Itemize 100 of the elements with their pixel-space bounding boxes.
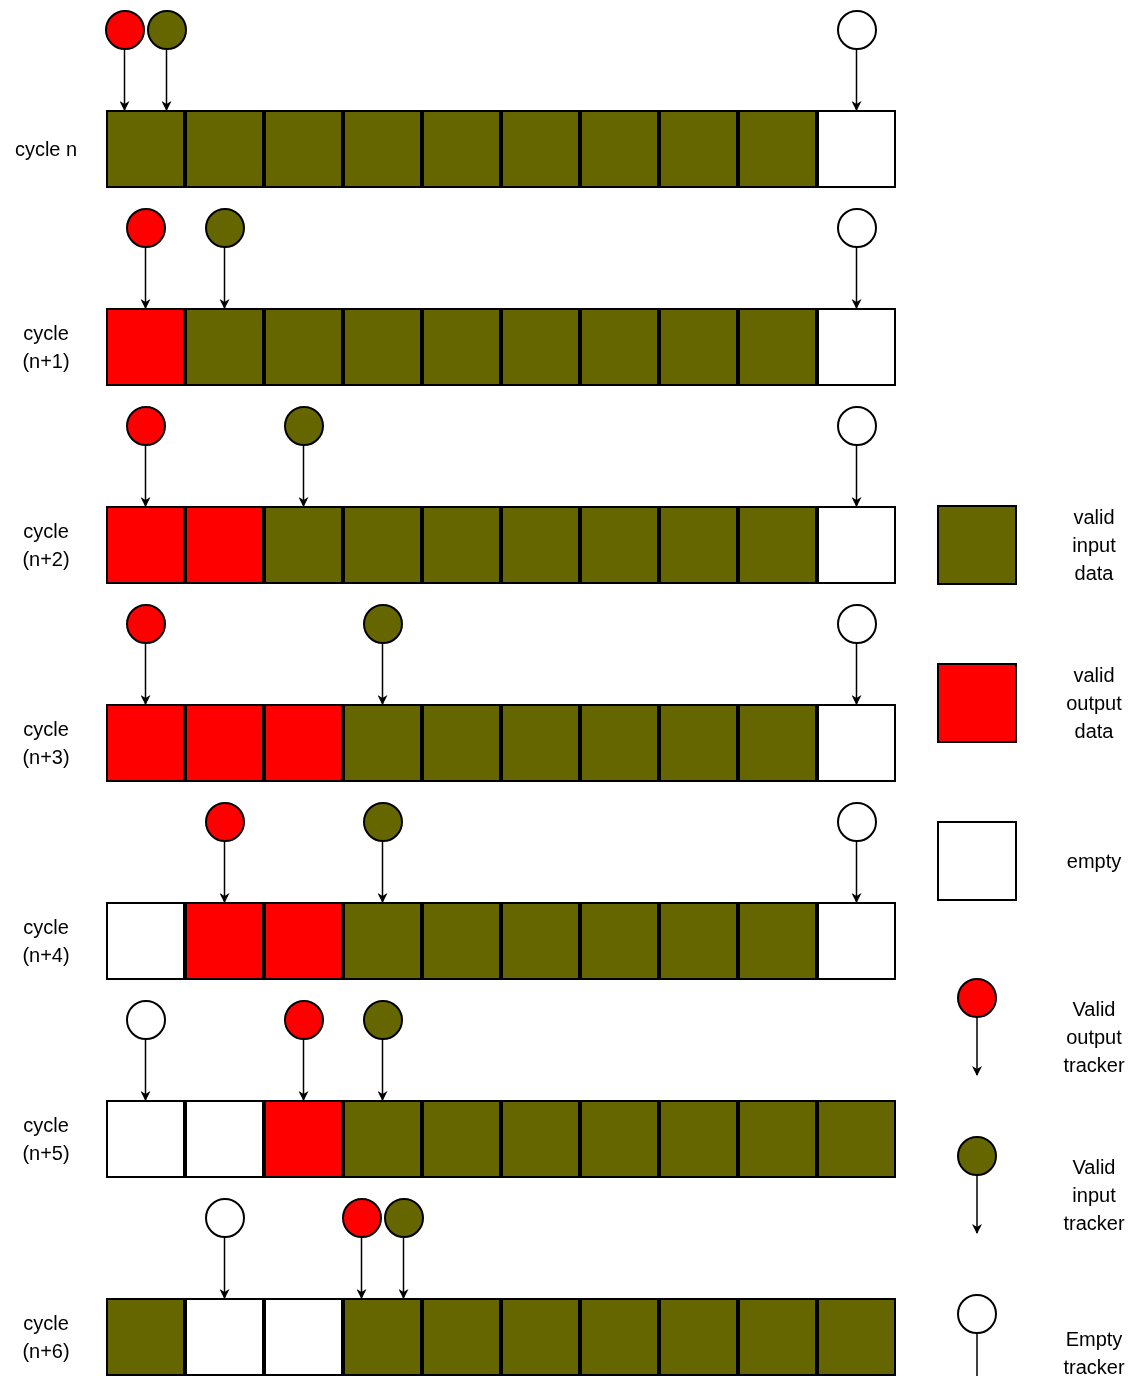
arrow bbox=[119, 49, 130, 111]
buffer-cell bbox=[185, 506, 264, 584]
buffer-cell bbox=[106, 308, 185, 386]
legend-text: valid output data bbox=[1065, 663, 1123, 744]
buffer-cell bbox=[264, 506, 343, 584]
cycle-label: cycle (n+3) bbox=[21, 717, 71, 770]
buffer-cell bbox=[422, 1100, 501, 1178]
legend-text: empty bbox=[1065, 849, 1123, 874]
cycle-label: cycle (n+6) bbox=[21, 1311, 71, 1364]
buffer-cell bbox=[738, 704, 817, 782]
buffer-cell bbox=[264, 902, 343, 980]
buffer-cell bbox=[659, 1100, 738, 1178]
buffer-cell bbox=[185, 110, 264, 188]
buffer-cell bbox=[106, 704, 185, 782]
cycle-label: cycle n bbox=[13, 137, 79, 162]
buffer-cell bbox=[817, 1100, 896, 1178]
buffer-cell bbox=[501, 506, 580, 584]
buffer-cell bbox=[264, 1100, 343, 1178]
buffer-cell bbox=[580, 902, 659, 980]
arrow bbox=[377, 841, 388, 903]
buffer-cell bbox=[185, 704, 264, 782]
buffer-cell bbox=[264, 704, 343, 782]
arrow bbox=[161, 49, 172, 111]
buffer-cell bbox=[501, 110, 580, 188]
legend-text: Empty tracker bbox=[1062, 1327, 1126, 1376]
buffer-cell bbox=[422, 704, 501, 782]
arrow bbox=[377, 1039, 388, 1101]
buffer-cell bbox=[264, 1298, 343, 1376]
buffer-cell bbox=[422, 308, 501, 386]
buffer-cell bbox=[185, 1298, 264, 1376]
buffer-cell bbox=[738, 506, 817, 584]
buffer-cell bbox=[501, 1298, 580, 1376]
arrow bbox=[140, 445, 151, 507]
buffer-cell bbox=[580, 704, 659, 782]
buffer-cell bbox=[343, 110, 422, 188]
buffer-cell bbox=[343, 902, 422, 980]
arrow bbox=[298, 445, 309, 507]
buffer-cell bbox=[659, 110, 738, 188]
cycle-label: cycle (n+4) bbox=[21, 915, 71, 968]
buffer-cell bbox=[738, 1100, 817, 1178]
arrow bbox=[219, 1237, 230, 1299]
buffer-cell bbox=[343, 1100, 422, 1178]
arrow bbox=[851, 643, 862, 705]
buffer-cell bbox=[501, 308, 580, 386]
buffer-cell bbox=[106, 1298, 185, 1376]
buffer-cell bbox=[185, 902, 264, 980]
cycle-label: cycle (n+1) bbox=[21, 321, 71, 374]
legend-text: Valid output tracker bbox=[1062, 997, 1126, 1078]
buffer-cell bbox=[185, 1100, 264, 1178]
buffer-cell bbox=[580, 1298, 659, 1376]
buffer-cell bbox=[343, 506, 422, 584]
buffer-cell bbox=[659, 506, 738, 584]
buffer-cell bbox=[501, 902, 580, 980]
buffer-cell bbox=[817, 704, 896, 782]
buffer-cell bbox=[738, 110, 817, 188]
buffer-cell bbox=[580, 110, 659, 188]
arrow bbox=[140, 247, 151, 309]
buffer-cell bbox=[343, 308, 422, 386]
buffer-cell bbox=[422, 902, 501, 980]
buffer-cell bbox=[343, 704, 422, 782]
arrow bbox=[851, 445, 862, 507]
arrow bbox=[398, 1237, 409, 1299]
arrow bbox=[851, 247, 862, 309]
buffer-cell bbox=[659, 1298, 738, 1376]
buffer-cell bbox=[580, 1100, 659, 1178]
legend-text: valid input data bbox=[1071, 505, 1117, 586]
arrow bbox=[140, 643, 151, 705]
buffer-cell bbox=[422, 506, 501, 584]
buffer-cell bbox=[185, 308, 264, 386]
buffer-cell bbox=[817, 506, 896, 584]
buffer-cell bbox=[106, 902, 185, 980]
arrow bbox=[140, 1039, 151, 1101]
arrow bbox=[298, 1039, 309, 1101]
buffer-cell bbox=[738, 902, 817, 980]
buffer-cell bbox=[106, 506, 185, 584]
buffer-cell bbox=[659, 902, 738, 980]
arrow bbox=[356, 1237, 367, 1299]
buffer-cell bbox=[580, 506, 659, 584]
buffer-cell bbox=[422, 110, 501, 188]
arrow bbox=[851, 841, 862, 903]
buffer-cell bbox=[738, 308, 817, 386]
buffer-cell bbox=[817, 1298, 896, 1376]
buffer-cell bbox=[343, 1298, 422, 1376]
buffer-cell bbox=[659, 308, 738, 386]
arrow bbox=[851, 49, 862, 111]
buffer-cell bbox=[738, 1298, 817, 1376]
buffer-cell bbox=[264, 308, 343, 386]
buffer-cell bbox=[817, 110, 896, 188]
buffer-cell bbox=[422, 1298, 501, 1376]
cycle-label: cycle (n+2) bbox=[21, 519, 71, 572]
buffer-cell bbox=[580, 308, 659, 386]
buffer-cell bbox=[106, 110, 185, 188]
arrow bbox=[219, 841, 230, 903]
arrow bbox=[219, 247, 230, 309]
buffer-cell bbox=[659, 704, 738, 782]
buffer-cell bbox=[106, 1100, 185, 1178]
arrow bbox=[377, 643, 388, 705]
legend-text: Valid input tracker bbox=[1062, 1155, 1126, 1236]
cycle-label: cycle (n+5) bbox=[21, 1113, 71, 1166]
buffer-cell bbox=[817, 902, 896, 980]
